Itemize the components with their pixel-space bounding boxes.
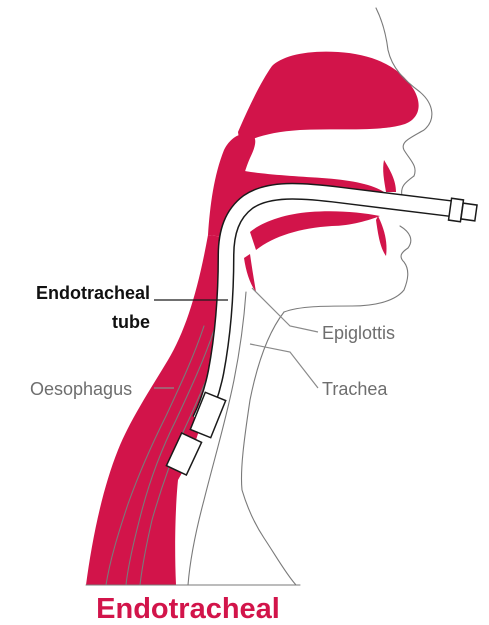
tube-connector-cap	[461, 203, 477, 221]
epiglottis-label: Epiglottis	[322, 323, 395, 343]
tube-label-line1: Endotracheal	[36, 283, 150, 303]
tube-label-line2: tube	[112, 312, 150, 332]
epiglottis-leader-line	[252, 288, 318, 332]
upper-lip-tissue	[383, 160, 396, 192]
tongue-tissue	[250, 211, 380, 250]
trachea-label: Trachea	[322, 379, 388, 399]
nasal-cavity	[238, 52, 419, 146]
oesophagus-label: Oesophagus	[30, 379, 132, 399]
lower-lip-tissue	[376, 216, 387, 256]
trachea-leader-line	[250, 344, 318, 388]
neck-front-outline	[241, 312, 296, 585]
diagram-caption: Endotracheal	[96, 593, 280, 625]
epiglottis-tissue	[244, 254, 256, 292]
